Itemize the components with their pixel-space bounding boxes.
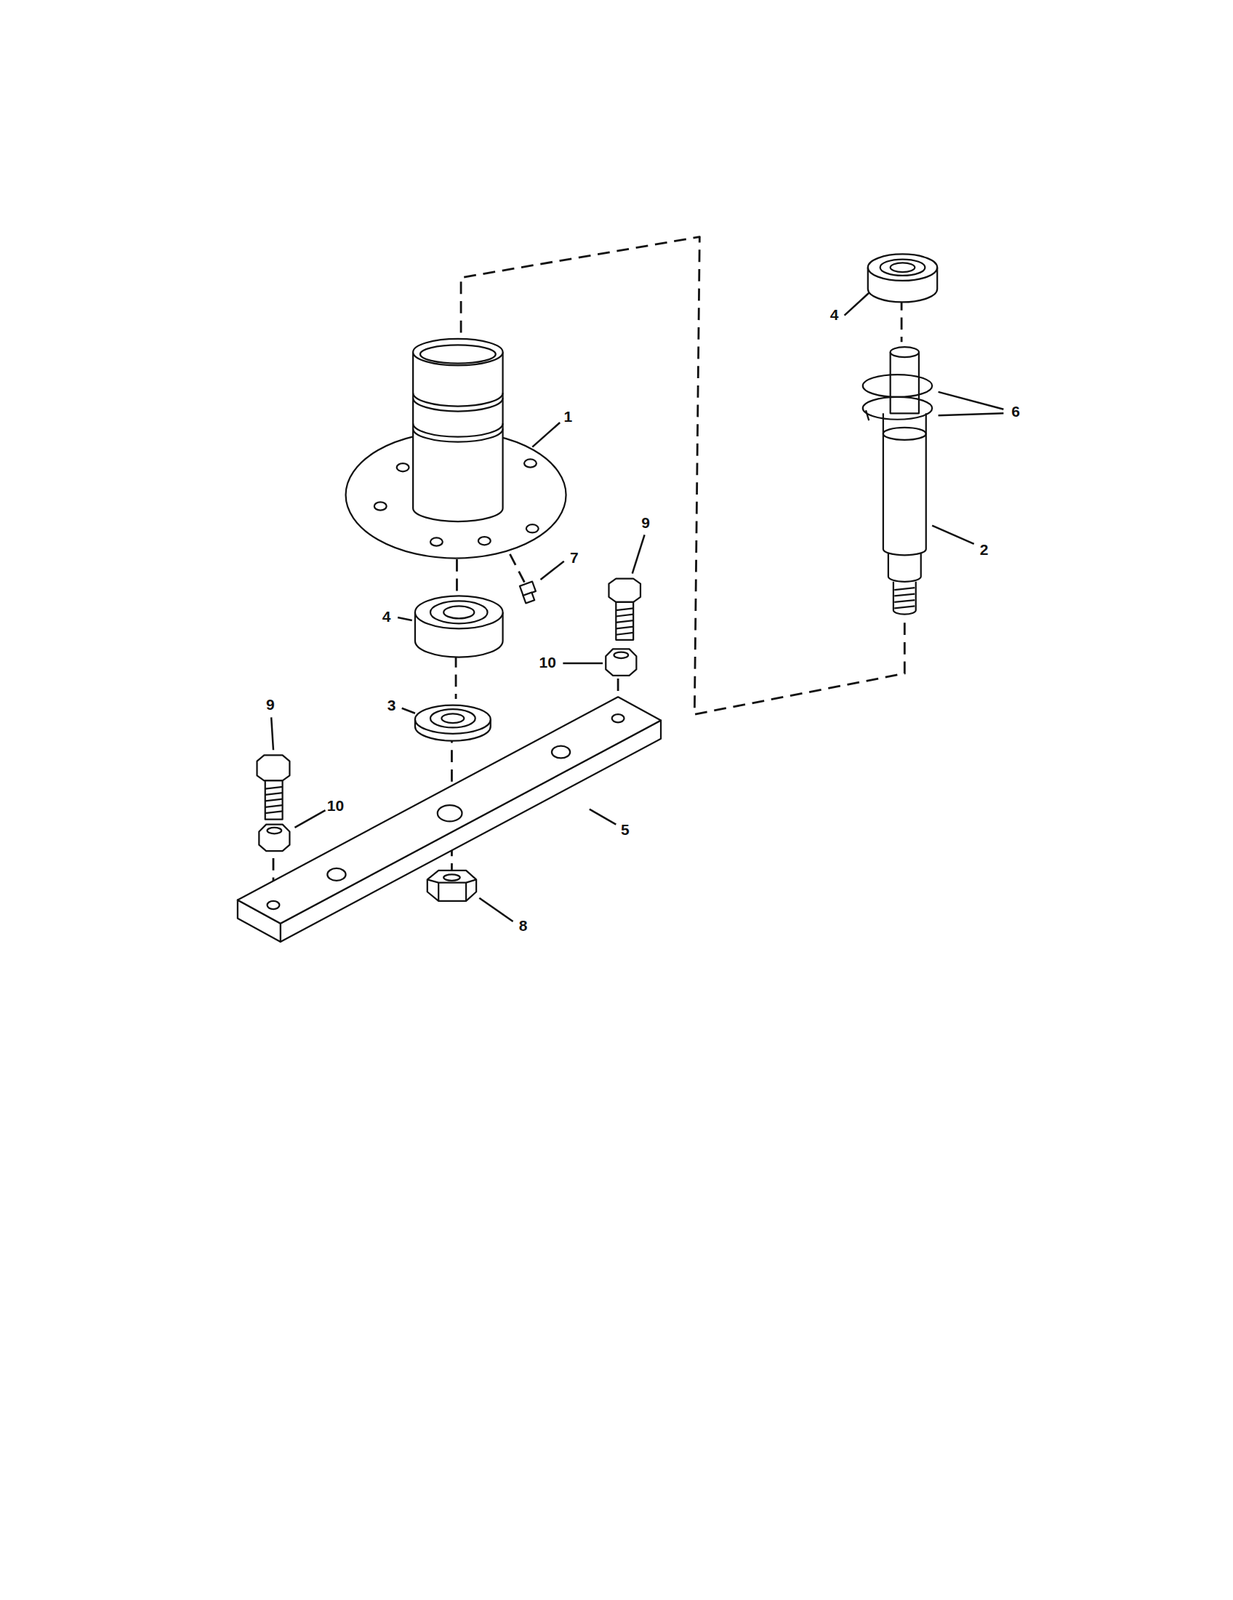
hex-nut — [427, 870, 477, 901]
callout-number: 7 — [568, 548, 581, 565]
bearing — [415, 595, 504, 657]
callout-number: 4 — [828, 306, 841, 323]
blade — [237, 696, 661, 942]
callout-number: 8 — [517, 916, 530, 934]
assembly-line — [273, 237, 905, 901]
bolt — [257, 754, 291, 819]
callout-number: 2 — [978, 540, 991, 557]
callout-number: 5 — [619, 820, 632, 838]
lock-nut — [258, 824, 290, 851]
spindle-housing — [346, 338, 567, 559]
spacer — [415, 705, 491, 741]
bearing — [868, 253, 938, 302]
callout-number: 10 — [537, 653, 558, 671]
spindle-shaft — [862, 346, 933, 615]
callout-number: 1 — [562, 407, 575, 425]
callout-number: 9 — [264, 695, 277, 712]
bolt — [608, 578, 640, 640]
callout-number: 10 — [325, 796, 346, 813]
callout-number: 4 — [380, 607, 393, 625]
lock-nut — [605, 648, 637, 675]
grease-fitting — [519, 581, 536, 604]
callout-number: 9 — [639, 513, 652, 531]
callout-number: 6 — [1009, 402, 1022, 420]
callout-number: 3 — [386, 696, 398, 714]
leader-line — [271, 292, 1004, 922]
